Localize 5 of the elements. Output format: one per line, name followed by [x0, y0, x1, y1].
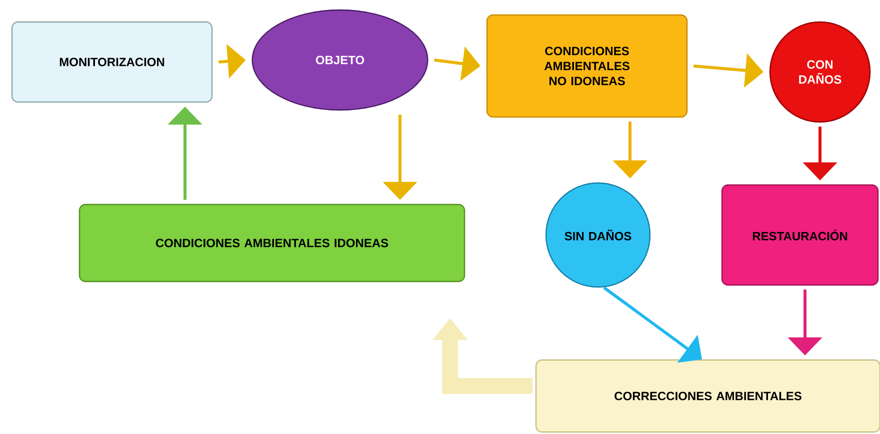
process-box: CONDICIONES AMBIENTALES NO IDONEAS	[486, 14, 688, 118]
process-box: CORRECCIONES AMBIENTALES	[535, 359, 880, 433]
process-box: RESTAURACIÓN	[721, 184, 879, 286]
process-box: MONITORIZACION	[11, 21, 213, 103]
process-box: CONDICIONES AMBIENTALES IDONEAS	[78, 204, 466, 282]
